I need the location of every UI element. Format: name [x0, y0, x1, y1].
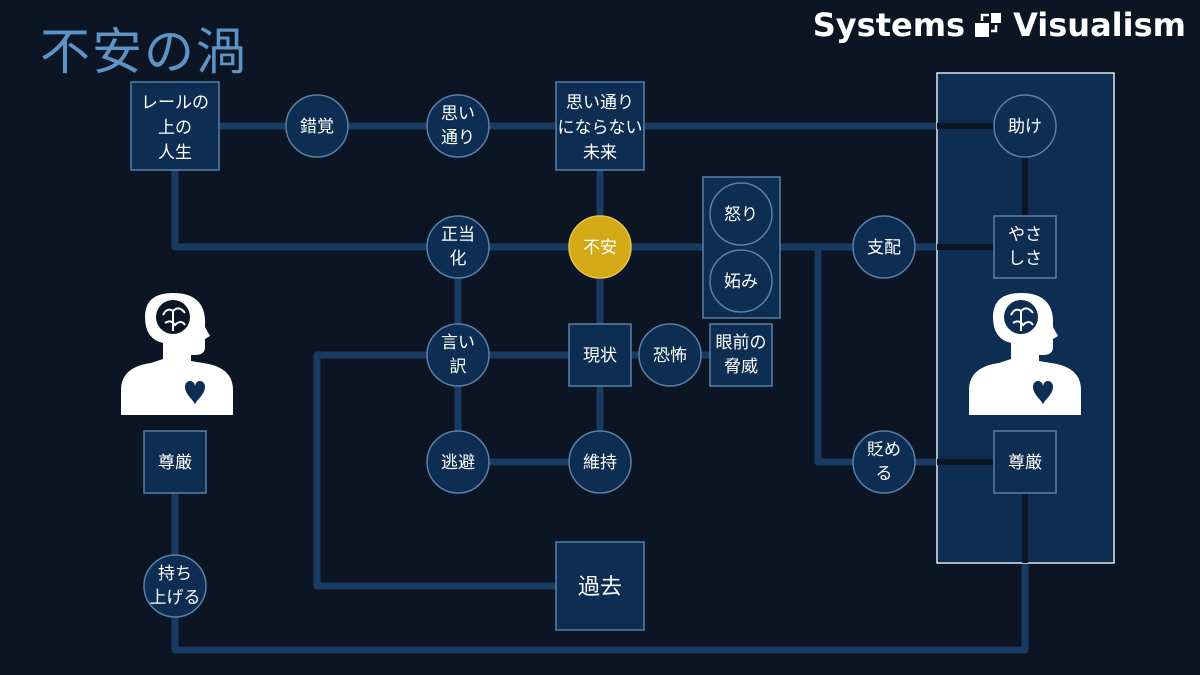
label-help: 助け: [1008, 117, 1042, 137]
line-excuse-to-past: [313, 351, 600, 590]
label-unplanned-future-2: にならない: [558, 118, 643, 138]
label-belittle-2: る: [876, 464, 893, 484]
label-unplanned-future-1: 思い通り: [566, 93, 634, 113]
node-dignity-left: [143, 430, 207, 494]
brand-right-text: Visualism: [1013, 6, 1186, 44]
node-anger: [709, 182, 773, 246]
node-dignity-right: [993, 430, 1057, 494]
node-help: [993, 94, 1057, 158]
label-as-planned-1: 思い: [441, 104, 475, 124]
systems-visualism-logo-icon: [975, 13, 1002, 37]
node-past: [555, 541, 645, 631]
label-excuse-2: 訳: [450, 357, 467, 377]
label-excuse-1: 言い: [441, 333, 475, 353]
label-dignity-right: 尊厳: [1008, 453, 1042, 473]
label-as-planned-2: 通り: [441, 128, 475, 148]
label-domination: 支配: [867, 238, 901, 258]
node-illusion: [285, 94, 349, 158]
label-anger: 怒り: [724, 205, 758, 225]
label-imminent-threat-1: 眼前の: [716, 333, 767, 353]
node-unplanned-future: [555, 81, 645, 171]
node-belittle: [852, 430, 916, 494]
label-maintain: 維持: [583, 453, 617, 473]
brand-logo: Systems Visualism: [813, 6, 1186, 44]
label-kindness-2: しさ: [1008, 249, 1042, 269]
brand-left-text: Systems: [812, 6, 966, 44]
node-kindness: [993, 215, 1057, 279]
node-anxiety: [568, 215, 632, 279]
label-justification-2: 化: [450, 249, 467, 269]
person-right-icon: [969, 293, 1081, 415]
node-rail-life: [130, 81, 220, 171]
label-rail-life-2: 上の: [158, 118, 192, 138]
label-rail-life-1: レールの: [141, 93, 209, 113]
label-kindness-1: やさ: [1008, 225, 1042, 245]
label-rail-life-3: 人生: [158, 143, 192, 163]
node-status-quo: [568, 323, 632, 387]
node-as-planned: [426, 94, 490, 158]
person-left-icon: [121, 293, 233, 415]
label-avoidance: 逃避: [441, 453, 475, 473]
label-past: 過去: [578, 575, 622, 600]
label-status-quo: 現状: [583, 346, 617, 366]
node-justification: [426, 215, 490, 279]
node-flatter: [143, 554, 207, 618]
label-fear: 恐怖: [653, 346, 687, 366]
node-domination: [852, 215, 916, 279]
label-dignity-left: 尊厳: [158, 453, 192, 473]
label-anxiety: 不安: [583, 238, 617, 258]
label-flatter-2: 上げる: [150, 588, 201, 608]
label-imminent-threat-2: 脅威: [724, 357, 758, 377]
label-unplanned-future-3: 未来: [583, 143, 617, 163]
label-flatter-1: 持ち: [158, 564, 192, 584]
node-excuse: [426, 323, 490, 387]
label-belittle-1: 貶め: [867, 440, 901, 460]
label-illusion: 錯覚: [300, 117, 334, 137]
node-jealousy: [709, 249, 773, 313]
label-justification-1: 正当: [441, 225, 475, 245]
node-imminent-threat: [709, 323, 773, 387]
page-title: 不安の渦: [40, 23, 248, 81]
node-fear: [638, 323, 702, 387]
node-maintain: [568, 430, 632, 494]
label-jealousy: 妬み: [724, 272, 758, 292]
node-avoidance: [426, 430, 490, 494]
